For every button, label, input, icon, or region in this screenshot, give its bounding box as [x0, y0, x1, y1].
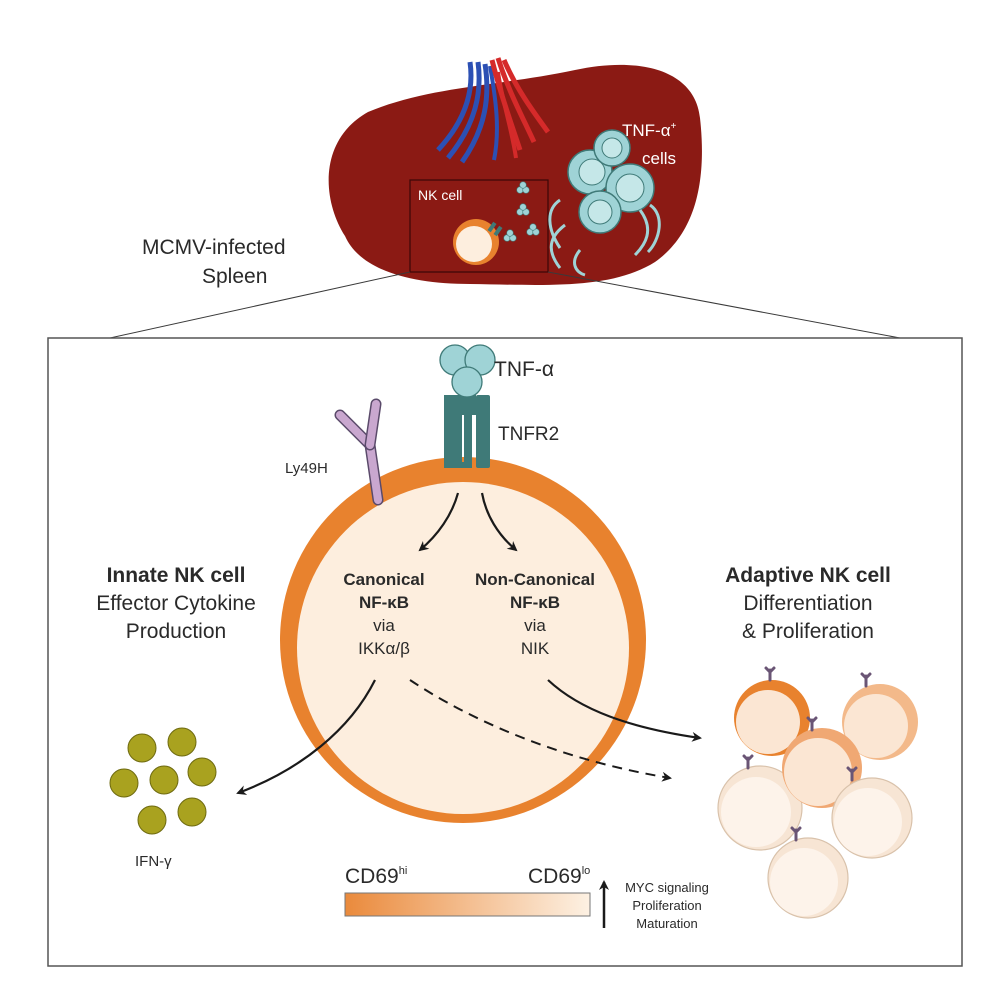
tnf-alpha-label: TNF-α: [494, 358, 554, 381]
tnf-producing-cells: [548, 129, 661, 277]
main-nk-cell: [280, 457, 646, 823]
spleen: NK cell TNF-α+: [328, 57, 702, 285]
adaptive-cell: [717, 765, 803, 851]
spleen-label-line1: MCMV-infected: [142, 236, 286, 259]
adaptive-nk-cell-cluster: [717, 666, 918, 919]
tnf-particles: [503, 181, 540, 242]
small-nk-cell: [453, 219, 503, 265]
adaptive-cell: [734, 680, 810, 756]
tnfr2-label: TNFR2: [498, 424, 559, 445]
arrow-to-ifn-gamma: [236, 679, 376, 795]
tnf-cells-label-line2: cells: [642, 149, 676, 168]
nk-cell-label: NK cell: [418, 187, 462, 203]
cd69-lo-superscript: lo: [582, 865, 591, 877]
ifn-gamma-label: IFN-γ: [135, 853, 172, 870]
canonical-line3: via: [373, 616, 395, 635]
cd69-gradient-bar: [344, 892, 591, 917]
tnf-alpha-trimer: [439, 344, 496, 398]
nk-cell-inset-box: [409, 179, 549, 273]
innate-nk-description: Innate NK cell Effector Cytokine Product…: [96, 564, 256, 643]
adaptive-title: Adaptive NK cell: [725, 564, 891, 587]
spleen-label-line2: Spleen: [202, 265, 267, 288]
detail-panel: [47, 337, 963, 967]
ly49h-receptor: [334, 398, 384, 506]
zoom-line-left: [109, 271, 411, 339]
non-canonical-line3: via: [524, 616, 546, 635]
adaptive-cell: [782, 728, 862, 808]
innate-line3: Production: [126, 620, 226, 643]
non-canonical-line2: NF-κB: [510, 593, 560, 612]
cd69-hi-superscript: hi: [399, 865, 408, 877]
cell-interior: [297, 482, 629, 814]
adaptive-cell: [767, 837, 849, 919]
non-canonical-line1: Non-Canonical: [475, 570, 595, 589]
innate-title: Innate NK cell: [107, 564, 246, 587]
arrow-to-non-canonical: [480, 492, 518, 552]
arrow-to-canonical: [418, 492, 460, 552]
tnfr2-receptor: [444, 395, 490, 468]
zoom-line-right: [547, 271, 901, 339]
ly49h-label: Ly49H: [285, 460, 328, 477]
innate-line2: Effector Cytokine: [96, 592, 256, 615]
blood-vessels: [436, 57, 551, 164]
arrow-solid-to-adaptive: [547, 679, 702, 742]
outcome-proliferation: Proliferation: [632, 898, 701, 913]
canonical-line1: Canonical: [343, 570, 424, 589]
tnf-cells-label-line1: TNF-α+: [622, 121, 677, 140]
non-canonical-pathway: Non-Canonical NF-κB via NIK: [475, 570, 595, 658]
tnf-cells-label-superscript: +: [671, 121, 677, 132]
canonical-pathway: Canonical NF-κB via IKKα/β: [343, 570, 424, 658]
outcomes-list: MYC signaling Proliferation Maturation: [625, 880, 709, 931]
adaptive-cell: [831, 777, 913, 859]
adaptive-line3: & Proliferation: [742, 620, 874, 643]
adaptive-cell: [842, 684, 918, 760]
outcome-myc: MYC signaling: [625, 880, 709, 895]
arrow-dashed-to-adaptive: [409, 679, 672, 782]
adaptive-nk-description: Adaptive NK cell Differentiation & Proli…: [725, 564, 891, 643]
canonical-line4: IKKα/β: [358, 639, 410, 658]
ifn-gamma-molecules: [109, 727, 217, 835]
adaptive-receptors: [742, 666, 872, 842]
cd69-hi-label: CD69hi: [345, 865, 407, 888]
outcome-maturation: Maturation: [636, 916, 697, 931]
canonical-line2: NF-κB: [359, 593, 409, 612]
non-canonical-line4: NIK: [521, 639, 550, 658]
adaptive-line2: Differentiation: [743, 592, 872, 615]
cd69-lo-label: CD69lo: [528, 865, 590, 888]
